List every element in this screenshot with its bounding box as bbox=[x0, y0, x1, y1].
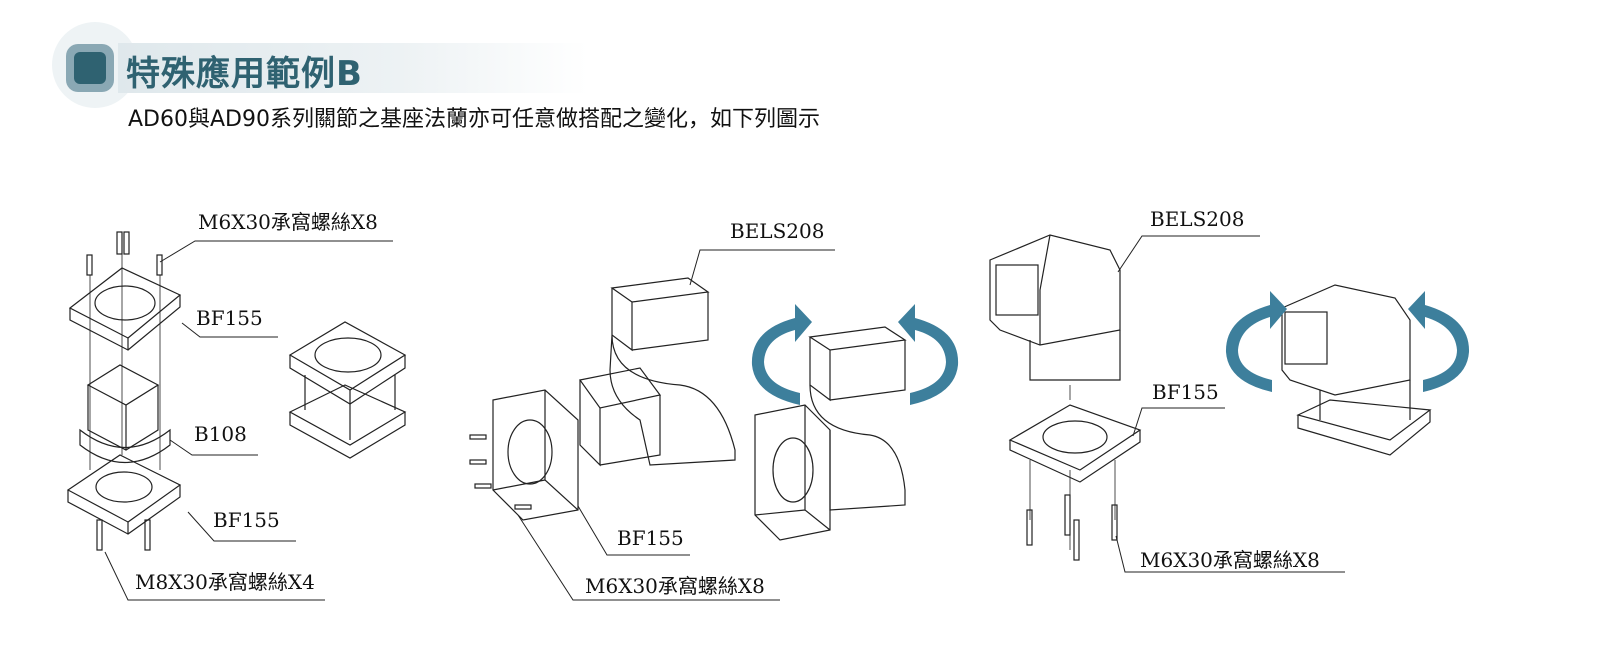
label-left-top-flange: BF155 bbox=[196, 306, 263, 330]
label-middle-screws: M6X30承窩螺絲X8 bbox=[585, 574, 765, 598]
screw-icon bbox=[86, 231, 163, 276]
left-exploded-assembly bbox=[66, 231, 182, 551]
label-left-bottom-screws: M8X30承窩螺絲X4 bbox=[135, 570, 315, 594]
rotate-arrow-icon bbox=[751, 291, 1470, 405]
label-left-top-screws: M6X30承窩螺絲X8 bbox=[198, 210, 378, 234]
page-title: 特殊應用範例B bbox=[126, 54, 363, 94]
leader-lines bbox=[104, 235, 1345, 601]
left-assembled-part bbox=[288, 321, 407, 459]
middle-assembled-part bbox=[754, 326, 907, 541]
label-right-elbow: BELS208 bbox=[1150, 207, 1245, 231]
right-assembled-part bbox=[1281, 284, 1432, 456]
header-band bbox=[118, 43, 588, 93]
label-middle-flange: BF155 bbox=[617, 526, 684, 550]
middle-exploded-assembly bbox=[469, 277, 736, 521]
screw-icon bbox=[1026, 494, 1118, 561]
right-exploded-assembly bbox=[989, 234, 1142, 561]
label-right-flange: BF155 bbox=[1152, 380, 1219, 404]
label-left-bottom-flange: BF155 bbox=[213, 508, 280, 532]
label-left-middle-part: B108 bbox=[194, 422, 247, 446]
label-right-screws: M6X30承窩螺絲X8 bbox=[1140, 548, 1320, 572]
page-subtitle: AD60與AD90系列關節之基座法蘭亦可任意做搭配之變化，如下列圖示 bbox=[128, 107, 820, 132]
label-middle-elbow: BELS208 bbox=[730, 219, 825, 243]
header-square-icon bbox=[66, 44, 114, 92]
screw-icon bbox=[469, 434, 532, 510]
